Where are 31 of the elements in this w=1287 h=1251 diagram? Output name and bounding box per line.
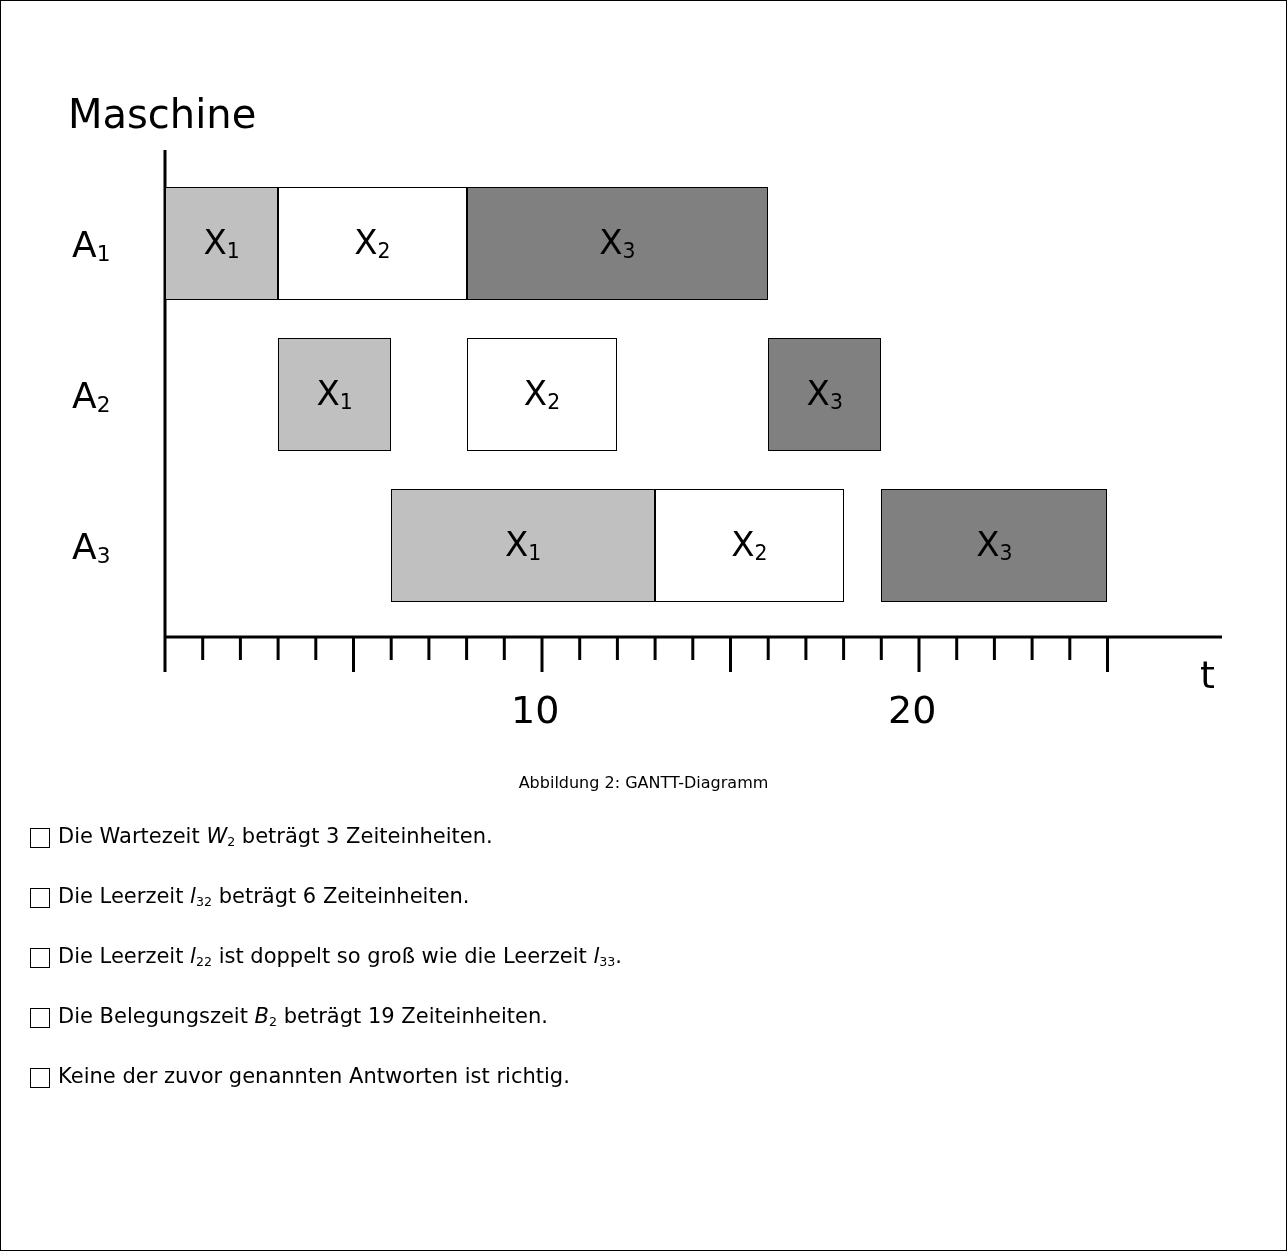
task-bar [466, 338, 618, 451]
statement: Keine der zuvor genannten Antworten ist richtig. [58, 1065, 570, 1089]
task-label: X$_{1}$ [203, 225, 240, 262]
task-label: X$_{2}$ [731, 527, 768, 564]
axis-label: t [1200, 655, 1215, 697]
task-label: X$_{1}$ [505, 527, 542, 564]
task-label: X$_{2}$ [523, 376, 561, 413]
task-bar [165, 187, 279, 300]
task-bar [466, 187, 769, 300]
task-bar [768, 338, 882, 451]
row-label: A$_{1}$ [72, 225, 111, 267]
task-bar [278, 187, 467, 300]
task-bar [391, 489, 656, 602]
task-label: X$_{3}$ [599, 225, 636, 262]
task-bar [881, 489, 1108, 602]
row-label: A$_{3}$ [72, 527, 111, 569]
task-bar [278, 338, 392, 451]
task-label: X$_{3}$ [806, 376, 843, 413]
axis-title: Maschine [68, 92, 257, 136]
statement: Die Belegungszeit B$_{2}$ beträgt 19 Zeiteinheiten. [58, 1005, 548, 1029]
figure-caption: Abbildung 2: GANTT-Diagramm [517, 774, 770, 792]
tick-label: 10 [511, 690, 560, 732]
row-label: A$_{2}$ [72, 376, 111, 418]
tick-label: 20 [888, 690, 937, 732]
task-label: X$_{3}$ [976, 527, 1013, 564]
task-bar [655, 489, 844, 602]
statement: Die Leerzeit l$_{32}$ beträgt 6 Zeiteinheiten. [58, 885, 470, 909]
task-label: X$_{2}$ [354, 225, 391, 262]
statement: Die Wartezeit W$_{2}$ beträgt 3 Zeiteinheiten. [58, 825, 493, 849]
task-label: X$_{1}$ [316, 376, 353, 413]
statement: Die Leerzeit l$_{22}$ ist doppelt so groß wie die Leerzeit l$_{33}$. [58, 945, 622, 969]
